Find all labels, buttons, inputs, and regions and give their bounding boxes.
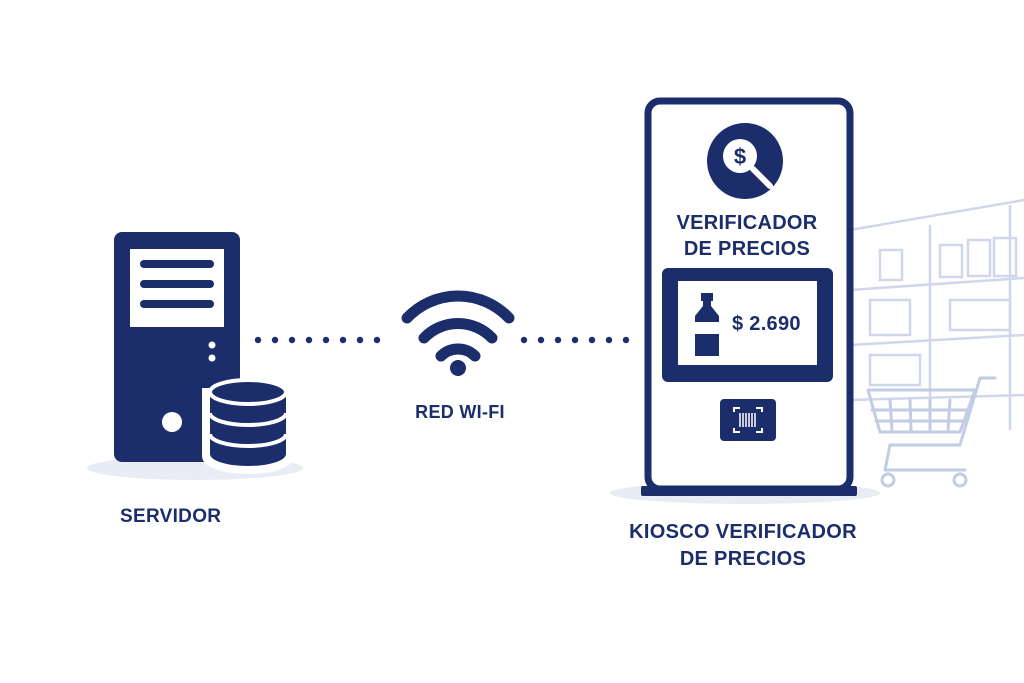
price-display: $ 2.690: [732, 313, 801, 335]
connection-dots-left: [254, 336, 381, 344]
kiosk-label-line2: DE PRECIOS: [679, 548, 807, 570]
price-search-icon: $: [707, 123, 783, 199]
svg-text:$: $: [734, 144, 746, 169]
wifi-label: RED WI-FI: [415, 402, 505, 422]
wifi-icon: [401, 290, 515, 376]
store-shelves-background: [849, 198, 1024, 430]
kiosk-screen-title-line2: DE PRECIOS: [683, 238, 811, 260]
kiosk-label-line1: KIOSCO VERIFICADOR: [629, 521, 857, 543]
kiosk-screen-title: VERIFICADOR DE PRECIOS: [662, 210, 832, 262]
bottle-icon: [695, 293, 719, 356]
connection-dots-right: [520, 336, 630, 344]
barcode-scanner-icon: [720, 399, 776, 441]
database-icon: [202, 378, 294, 474]
kiosk-screen-title-line1: VERIFICADOR: [676, 212, 818, 234]
kiosk-label: KIOSCO VERIFICADOR DE PRECIOS: [608, 519, 878, 573]
shopping-cart-icon: [866, 376, 997, 488]
server-label: SERVIDOR: [120, 506, 222, 527]
